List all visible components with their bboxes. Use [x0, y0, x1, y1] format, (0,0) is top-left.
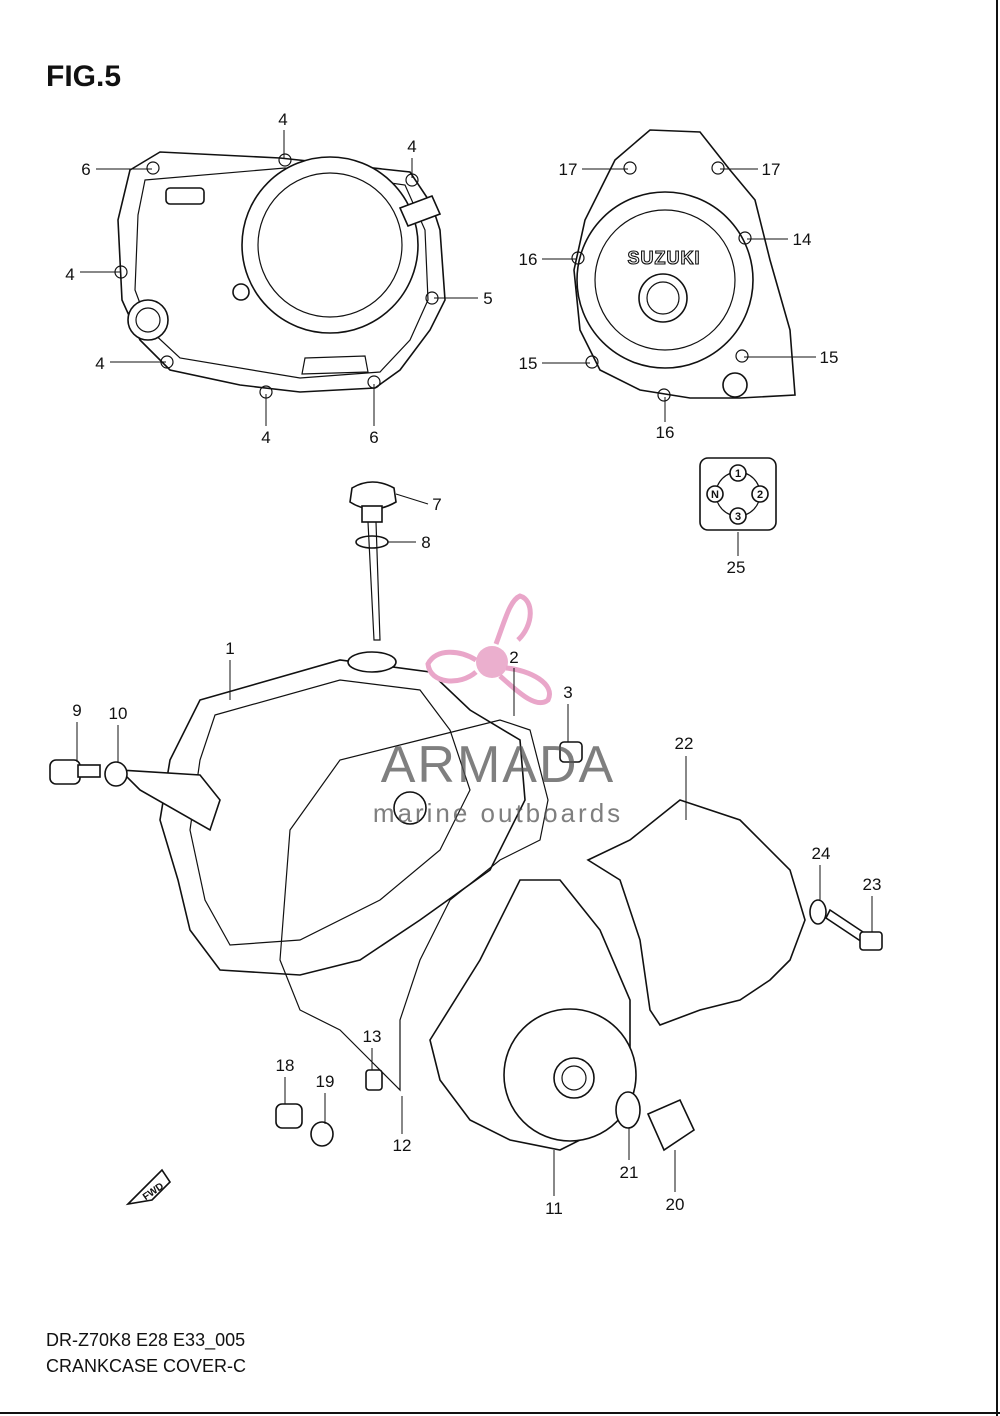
- callout-label-3: 3: [563, 683, 572, 702]
- callout-label-5: 5: [483, 289, 492, 308]
- callout-label-15: 15: [519, 354, 538, 373]
- gear-3-label: 3: [735, 511, 741, 523]
- callout-label-8: 8: [421, 533, 430, 552]
- callout-label-9: 9: [72, 701, 81, 720]
- watermark-brand: ARMADA: [381, 736, 615, 794]
- oil-filler-cap-drawing: [349, 481, 397, 641]
- callout-label-17: 17: [762, 160, 781, 179]
- callout-label-14: 14: [793, 230, 812, 249]
- callout-label-1: 1: [225, 639, 234, 658]
- hardware-drawing: FWD: [49, 741, 883, 1206]
- figure-name: CRANKCASE COVER-C: [46, 1356, 247, 1376]
- callout-label-21: 21: [620, 1163, 639, 1182]
- generator-cover-drawing: [429, 879, 637, 1151]
- sprocket-cover-drawing: [586, 799, 806, 1026]
- callout-label-13: 13: [363, 1027, 382, 1046]
- figure-code: DR-Z70K8 E28 E33_005: [46, 1330, 246, 1350]
- callout-label-16: 16: [656, 423, 675, 442]
- gear-1-label: 1: [735, 468, 741, 480]
- crankcase-drawing: [117, 651, 526, 976]
- callout-label-4: 4: [278, 110, 287, 129]
- callout-label-4: 4: [65, 265, 74, 284]
- callout-label-6: 6: [369, 428, 378, 447]
- callout-label-20: 20: [666, 1195, 685, 1214]
- callout-label-18: 18: [276, 1056, 295, 1075]
- callout-label-6: 6: [81, 160, 90, 179]
- page-border-right: [996, 0, 998, 1416]
- callout-label-11: 11: [545, 1199, 563, 1218]
- gear-indicator-drawing: 1 N 2 3: [699, 457, 777, 531]
- callout-label-16: 16: [519, 250, 538, 269]
- callout-label-4: 4: [95, 354, 104, 373]
- callout-leader-line: [395, 493, 429, 505]
- callout-label-2: 2: [509, 648, 518, 667]
- callout-label-10: 10: [109, 704, 128, 723]
- suzuki-emblem: SUZUKI: [628, 248, 701, 268]
- gasket-drawing: [279, 719, 549, 1092]
- callout-label-19: 19: [316, 1072, 335, 1091]
- magneto-cover-drawing: SUZUKI: [571, 129, 796, 402]
- callout-label-12: 12: [393, 1136, 412, 1155]
- figure-title: FIG.5: [46, 60, 122, 93]
- gear-neutral-label: N: [711, 489, 719, 501]
- callout-label-17: 17: [559, 160, 578, 179]
- callout-label-24: 24: [812, 844, 831, 863]
- callout-label-25: 25: [727, 558, 746, 577]
- callout-label-4: 4: [407, 137, 416, 156]
- callout-label-15: 15: [820, 348, 839, 367]
- clutch-cover-drawing: [114, 151, 446, 399]
- callout-label-7: 7: [432, 495, 441, 514]
- callout-label-4: 4: [261, 428, 270, 447]
- callout-label-23: 23: [863, 875, 882, 894]
- armada-watermark: ARMADA marine outboards: [373, 593, 623, 828]
- callout-label-22: 22: [675, 734, 694, 753]
- page-border-bottom: [0, 1412, 1000, 1414]
- gear-2-label: 2: [757, 489, 763, 501]
- watermark-tagline: marine outboards: [373, 798, 623, 828]
